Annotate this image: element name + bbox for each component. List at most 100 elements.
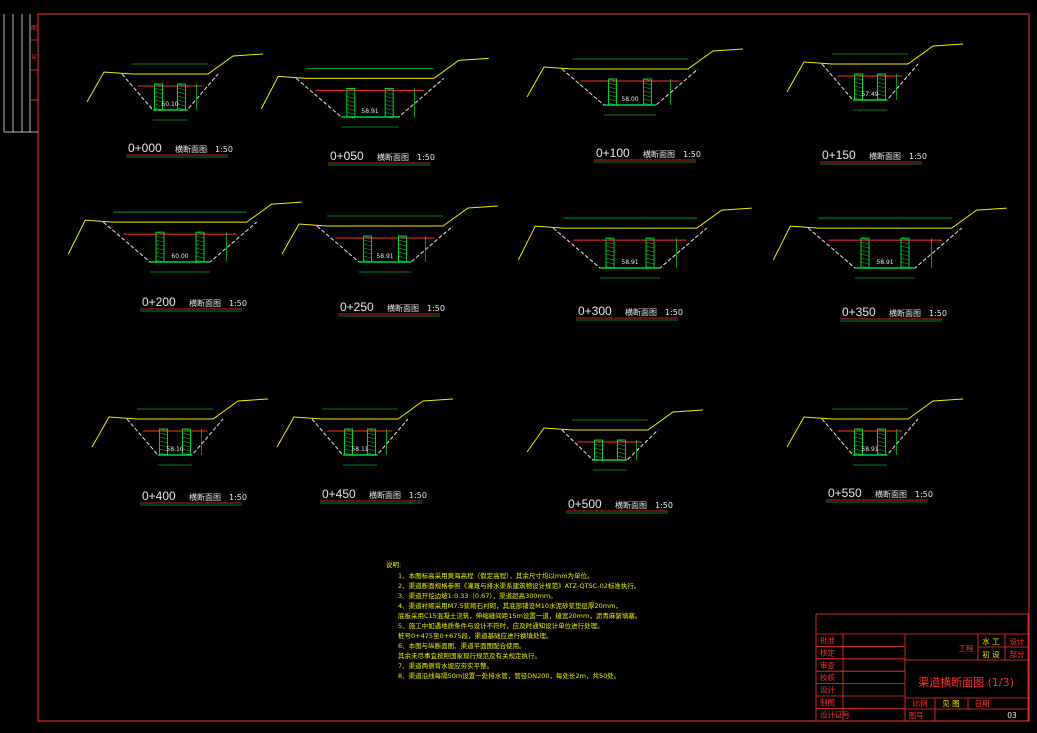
- cross-section[interactable]: 60.10 0+000 横断面图 1:50: [86, 53, 264, 158]
- section-scale: 1:50: [929, 309, 947, 318]
- cross-section[interactable]: 60.00 0+200 横断面图 1:50: [67, 201, 302, 312]
- bed-elevation: 58.91: [861, 446, 878, 453]
- tb-project-label: 工程: [959, 644, 974, 653]
- sheet-border: [37, 13, 1030, 722]
- section-station-label: 0+550: [828, 486, 862, 500]
- tb-row-label: 设计: [820, 685, 835, 695]
- left-binding-strip: 图 号: [3, 14, 38, 133]
- ground-line: [786, 398, 964, 448]
- section-scale: 1:50: [915, 490, 933, 499]
- section-station-label: 0+200: [142, 295, 176, 309]
- tb-phase-2: 部分: [1010, 649, 1026, 659]
- excavation-line: [821, 418, 919, 456]
- section-caption: 横断面图: [175, 144, 207, 154]
- ground-line: [86, 53, 264, 103]
- strip-label: 号: [31, 55, 37, 62]
- note-line: 5、施工中如遇地质条件与设计不符时，应及时通知设计单位进行处理。: [398, 621, 604, 630]
- tb-scale-label: 比例: [913, 698, 928, 708]
- section-station-label: 0+050: [330, 149, 364, 163]
- ground-line: [260, 57, 489, 110]
- cross-section[interactable]: 58.91 0+300 横断面图 1:50: [517, 207, 752, 321]
- section-caption: 横断面图: [369, 490, 401, 500]
- section-station-label: 0+150: [822, 148, 856, 162]
- section-station-label: 0+450: [322, 487, 356, 501]
- tb-row-label: 制图: [820, 697, 835, 707]
- section-station-label: 0+250: [340, 300, 374, 314]
- section-station-label: 0+500: [568, 497, 602, 511]
- drawing-title: 渠道横断面图 (1/3): [918, 675, 1014, 689]
- ground-line: [526, 409, 704, 453]
- section-station-label: 0+100: [596, 146, 630, 160]
- section-scale: 1:50: [909, 152, 927, 161]
- note-line: 其余未尽事宜按照国家现行规范及有关规定执行。: [398, 651, 541, 660]
- tb-discipline: 水 工: [982, 636, 1000, 646]
- ground-line: [91, 398, 269, 448]
- excavation-line: [311, 418, 409, 456]
- section-scale: 1:50: [229, 493, 247, 502]
- tb-row-label: 核定: [820, 647, 835, 657]
- ground-line: [526, 48, 744, 98]
- ground-line: [276, 398, 454, 448]
- section-station-label: 0+000: [128, 141, 162, 155]
- note-line: 底板采用C15混凝土浇筑，伸缩缝间距15m设置一道，缝宽20mm，沥青麻絮填塞。: [398, 611, 641, 620]
- section-caption: 横断面图: [189, 298, 221, 308]
- section-station-label: 0+300: [578, 304, 612, 318]
- note-line: 2、渠道断面规格参照《灌溉与排水渠系建筑物设计规范》ATZ-QTSC-02标准执…: [398, 581, 640, 590]
- note-line: 7、渠道两侧背水坡应夯实平整。: [398, 661, 493, 670]
- note-line: 8、渠道沿线每隔50m设置一处排水管，管径DN200，每处长2m，共50处。: [398, 671, 620, 680]
- tb-sheet-label: 图号: [909, 711, 924, 720]
- section-caption: 横断面图: [377, 152, 409, 162]
- cross-section[interactable]: 58.11 0+450 横断面图 1:50: [276, 398, 454, 504]
- bed-elevation: 57.49: [861, 91, 878, 98]
- note-line: 6、本图与纵断面图、渠道平面图配合使用。: [398, 641, 526, 650]
- excavation-line: [121, 73, 219, 111]
- strip-label: 图: [31, 25, 37, 32]
- section-caption: 横断面图: [387, 303, 419, 313]
- tb-phase: 初 设: [982, 649, 1000, 659]
- bed-elevation: 58.11: [351, 446, 368, 453]
- bed-elevation: 58.91: [361, 108, 378, 115]
- section-scale: 1:50: [215, 145, 233, 154]
- section-scale: 1:50: [655, 501, 673, 510]
- section-caption: 横断面图: [643, 149, 675, 159]
- excavation-line: [295, 78, 445, 118]
- bed-elevation: 58.91: [621, 259, 638, 266]
- section-scale: 1:50: [229, 299, 247, 308]
- tb-row-label: 审查: [820, 660, 835, 670]
- tb-row-label: 校核: [820, 672, 835, 682]
- section-caption: 横断面图: [189, 492, 221, 502]
- ground-line: [281, 205, 499, 255]
- excavation-line: [126, 418, 224, 456]
- cross-section[interactable]: 58.91 0+050 横断面图 1:50: [260, 57, 489, 166]
- note-line: 1、本图标高采用黄海高程（假定高程），其余尺寸均以mm为单位。: [398, 571, 594, 580]
- tb-scale-value: 见 图: [942, 699, 959, 708]
- section-scale: 1:50: [665, 308, 683, 317]
- cross-sections-group: 60.10 0+000 横断面图 1:50 58.91 0+050 横断面图 1:50 58.0…: [67, 43, 1007, 514]
- note-line: 4、渠道衬砌采用M7.5浆砌石衬砌，其底部铺设M10水泥砂浆垫层厚20mm，: [398, 601, 622, 610]
- bed-elevation: 58.00: [621, 96, 638, 103]
- excavation-line: [561, 429, 659, 461]
- bed-elevation: 60.00: [171, 253, 188, 260]
- section-scale: 1:50: [417, 153, 435, 162]
- note-line: 桩号0+475至0+675段，渠道基础应进行换填处理。: [398, 631, 552, 640]
- section-scale: 1:50: [427, 304, 445, 313]
- bed-elevation: 58.91: [876, 259, 893, 266]
- ground-line: [67, 201, 302, 255]
- design-notes: 说明: 1、本图标高采用黄海高程（假定高程），其余尺寸均以mm为单位。2、渠道断…: [386, 560, 641, 680]
- bed-elevation: 60.10: [161, 101, 178, 108]
- tb-discipline-2: 设计: [1010, 636, 1026, 646]
- section-caption: 横断面图: [625, 307, 657, 317]
- section-scale: 1:50: [409, 491, 427, 500]
- note-line: 3、渠道开挖边坡1:0.33（0.67），渠道超高300mm。: [398, 591, 557, 600]
- tb-row-label: 批准: [820, 635, 835, 645]
- ground-line: [772, 207, 1007, 261]
